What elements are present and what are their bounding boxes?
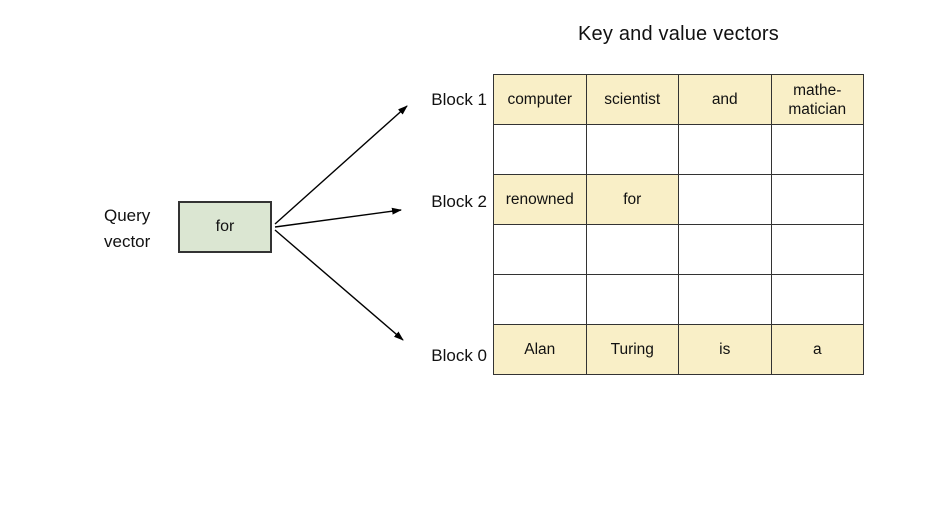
table-cell: [770, 174, 864, 225]
table-cell: [678, 124, 772, 175]
table-row: Alan Turing is a: [493, 324, 864, 375]
block-0-label: Block 0: [431, 346, 487, 365]
table-cell: renowned: [493, 174, 587, 225]
table-cell: computer: [493, 74, 587, 125]
query-vector-label: Query vector: [104, 206, 151, 251]
diagram-title: Key and value vectors: [578, 23, 779, 45]
table-row: renowned for: [493, 174, 864, 225]
table-cell: [493, 124, 587, 175]
key-value-table-body: computer scientist and mathe- matician r…: [493, 74, 864, 375]
table-cell: [770, 124, 864, 175]
table-cell: for: [585, 174, 679, 225]
table-cell: [585, 274, 679, 325]
table-row: [493, 124, 864, 175]
key-value-table: computer scientist and mathe- matician r…: [493, 74, 864, 375]
table-cell: [493, 274, 587, 325]
table-row: [493, 224, 864, 275]
arrow-to-block-1: [274, 105, 408, 225]
table-cell: scientist: [585, 74, 679, 125]
table-cell: [585, 124, 679, 175]
table-cell: mathe- matician: [770, 74, 864, 125]
table-cell: [493, 224, 587, 275]
table-cell: [678, 174, 772, 225]
table-cell: [770, 274, 864, 325]
table-cell: and: [678, 74, 772, 125]
table-cell: [678, 274, 772, 325]
table-cell: [678, 224, 772, 275]
table-cell: [770, 224, 864, 275]
table-cell: a: [770, 324, 864, 375]
table-cell: [585, 224, 679, 275]
block-1-label: Block 1: [431, 90, 487, 109]
table-cell: Alan: [493, 324, 587, 375]
arrow-to-block-0: [274, 229, 404, 341]
table-row: computer scientist and mathe- matician: [493, 74, 864, 125]
table-row: [493, 274, 864, 325]
query-vector-box: for: [178, 201, 272, 253]
table-cell: is: [678, 324, 772, 375]
query-vector-box-text: for: [215, 218, 235, 235]
block-2-label: Block 2: [431, 192, 487, 211]
table-cell: Turing: [585, 324, 679, 375]
arrow-to-block-2: [274, 207, 402, 228]
